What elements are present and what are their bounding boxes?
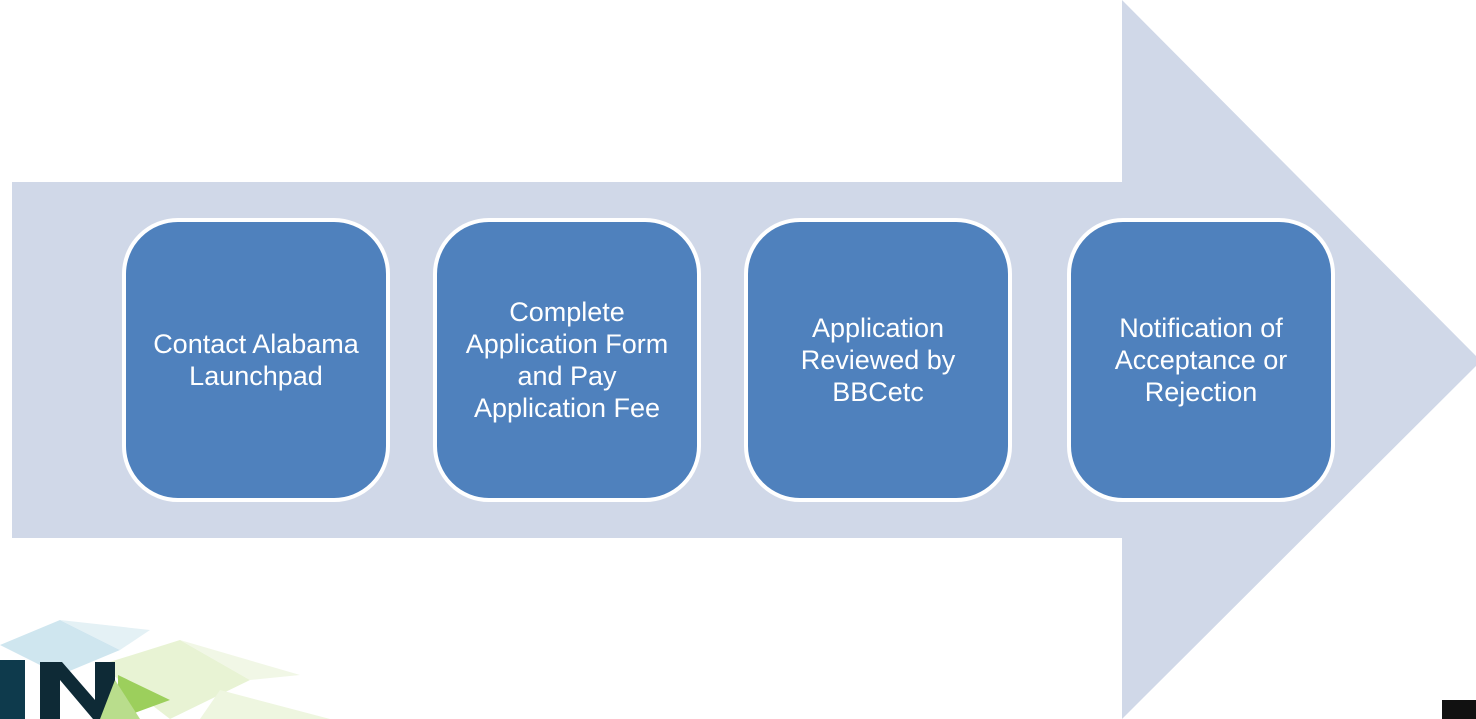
step-3-box: Application Reviewed by BBCetc xyxy=(744,218,1012,502)
step-2-box: Complete Application Form and Pay Applic… xyxy=(433,218,701,502)
edge-logo-fragment xyxy=(1442,700,1476,719)
logo-graphic xyxy=(0,620,330,719)
step-4-label: Notification of Acceptance or Rejection xyxy=(1114,313,1288,407)
step-3-label: Application Reviewed by BBCetc xyxy=(800,313,956,407)
step-1-box: Contact Alabama Launchpad xyxy=(122,218,390,502)
step-2-label: Complete Application Form and Pay Applic… xyxy=(465,297,669,423)
step-1-label: Contact Alabama Launchpad xyxy=(153,329,359,391)
step-4-box: Notification of Acceptance or Rejection xyxy=(1067,218,1335,502)
